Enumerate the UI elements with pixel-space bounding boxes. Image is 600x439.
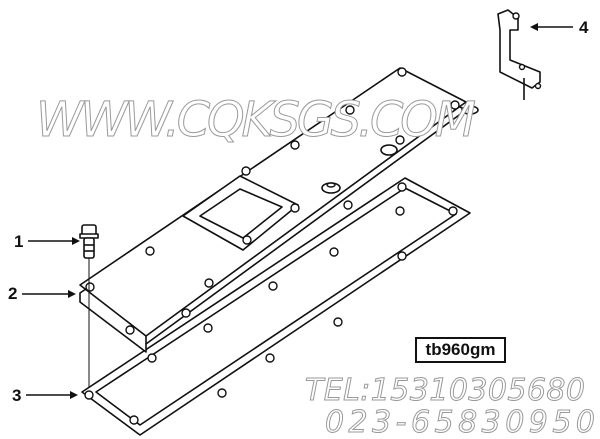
bolt-hole bbox=[290, 203, 300, 213]
bolt-hole bbox=[265, 353, 275, 363]
callout-1: 1 bbox=[14, 232, 80, 251]
bolt-hole bbox=[397, 67, 407, 77]
bolt-hole bbox=[290, 140, 300, 150]
bolt-hole bbox=[397, 251, 407, 261]
svg-text:1: 1 bbox=[14, 232, 23, 251]
gasket-part-3 bbox=[81, 177, 471, 436]
watermark-tel: TEL:15310305680 bbox=[305, 373, 585, 408]
cover-plate-part-2 bbox=[79, 67, 479, 353]
bracket-part-4 bbox=[497, 9, 542, 100]
bolt-hole bbox=[395, 206, 405, 216]
bolt-hole bbox=[395, 135, 405, 145]
bolt-hole bbox=[448, 206, 458, 216]
bolt-hole bbox=[241, 166, 251, 176]
bolt-hole bbox=[333, 317, 343, 327]
bolt-hole bbox=[85, 282, 95, 292]
callout-2: 2 bbox=[8, 284, 76, 303]
bolt-hole bbox=[129, 415, 139, 425]
bolt-hole bbox=[397, 182, 407, 192]
bolt-hole bbox=[217, 388, 227, 398]
callout-3: 3 bbox=[12, 386, 78, 405]
bolt-hole bbox=[268, 281, 278, 291]
bolt-hole bbox=[204, 278, 214, 288]
svg-text:4: 4 bbox=[579, 18, 589, 37]
bolt-hole bbox=[125, 325, 135, 335]
bolt-hole bbox=[242, 235, 252, 245]
drawing-code-label: tb960gm bbox=[415, 337, 506, 363]
bolt-hole bbox=[181, 308, 191, 318]
bolt-hole bbox=[345, 105, 355, 115]
bolt-hole bbox=[329, 247, 339, 257]
watermark-phone: 023-65830950 bbox=[325, 405, 595, 439]
watermark-url: WWW.CQKSGS.COM bbox=[36, 92, 476, 148]
bolt-hole bbox=[84, 390, 94, 400]
bolt-part-1 bbox=[79, 224, 99, 388]
bolt-hole bbox=[203, 323, 213, 333]
bolt-hole bbox=[450, 100, 460, 110]
bolt-hole bbox=[343, 200, 353, 210]
svg-text:3: 3 bbox=[12, 386, 21, 405]
svg-text:2: 2 bbox=[8, 284, 17, 303]
bolt-hole bbox=[145, 246, 155, 256]
callout-4: 4 bbox=[530, 18, 589, 37]
bolt-hole bbox=[147, 353, 157, 363]
